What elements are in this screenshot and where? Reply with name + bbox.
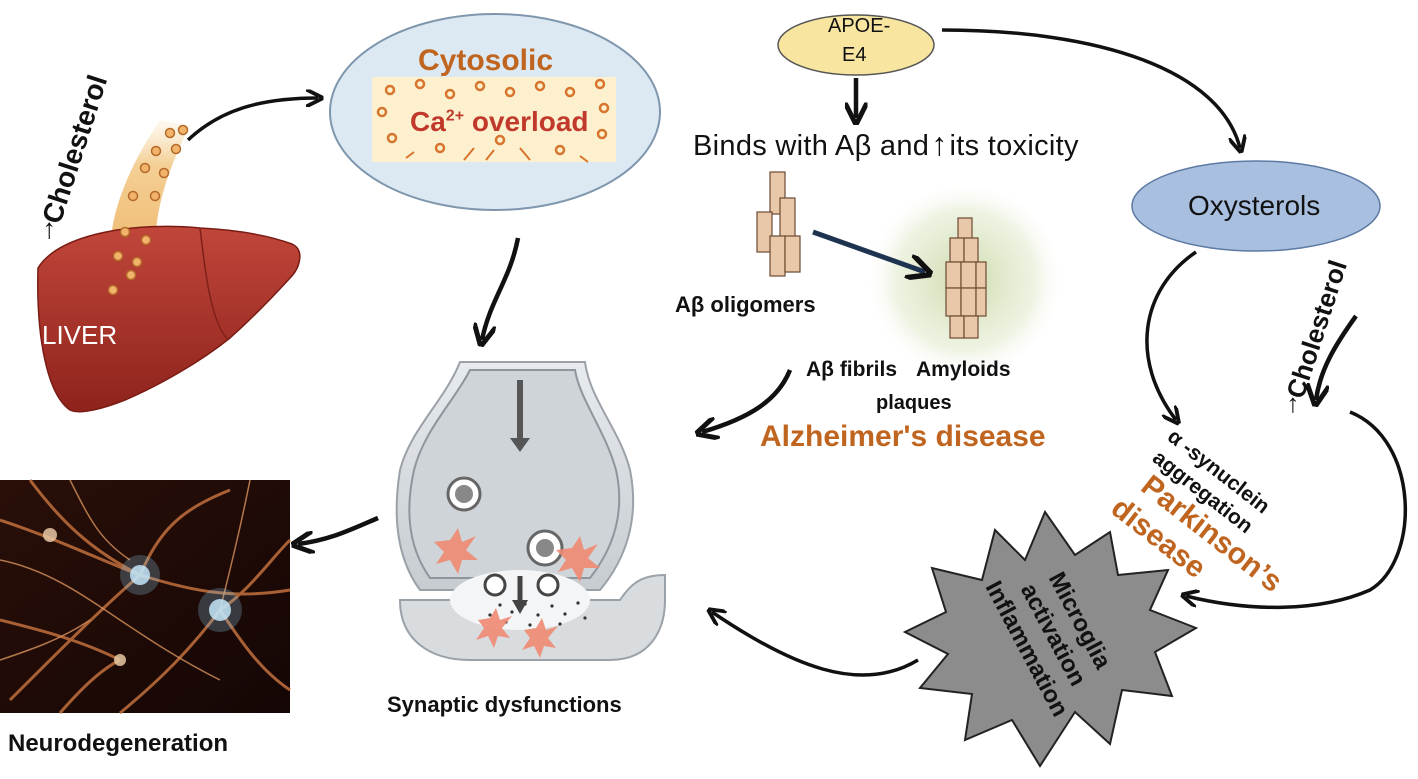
apoe-ellipse — [777, 14, 935, 76]
microglia-to-synapse-arrow — [712, 612, 919, 677]
oligomer-blocks — [756, 171, 801, 277]
binds-text: Binds with Aβ and↑its toxicity — [693, 126, 1079, 163]
liver-shape — [37, 225, 301, 413]
neuron-image — [0, 479, 292, 715]
cholesterol-to-synuclein-arrow — [1316, 314, 1358, 400]
calcium-suffix: overload — [464, 106, 589, 137]
alzheimer-to-synapse-arrow — [702, 369, 793, 432]
fibril-blocks — [945, 217, 987, 339]
binds-after: its toxicity — [949, 130, 1079, 162]
fibrils-label: Aβ fibrils — [806, 358, 897, 381]
liver-label: LIVER — [42, 320, 118, 350]
calcium-panel — [372, 77, 616, 162]
vesicle-bottom-right — [536, 573, 560, 597]
liver-illustration — [37, 120, 301, 413]
binds-before: Binds with Aβ and — [693, 130, 930, 162]
calcium-to-synapse-arrow — [482, 237, 521, 340]
apoe-line2: E4 — [842, 44, 867, 66]
calcium-sup: 2+ — [445, 107, 465, 125]
cholesterol-dots — [107, 124, 189, 296]
alzheimer-label: Alzheimer's disease — [760, 420, 1046, 453]
cholesterol-stream — [112, 120, 190, 232]
amyloids-label: Amyloids — [916, 358, 1011, 381]
neuro-label: Neurodegeneration — [8, 730, 229, 757]
vesicle-bottom-left — [483, 573, 507, 597]
parkinson-to-microglia-arrow — [1186, 410, 1407, 610]
synapse-to-neuro-arrow — [298, 515, 379, 544]
liver-to-calcium-arrow — [186, 98, 318, 142]
calcium-title: Cytosolic — [418, 44, 554, 77]
oligomer-to-fibril-arrow — [812, 229, 925, 272]
synapse-illustration — [395, 361, 666, 661]
up-arrow-icon: ↑ — [1286, 388, 1300, 419]
apoe-to-oxysterols-arrow — [941, 28, 1240, 148]
apoe-line1: APOE- — [828, 15, 891, 37]
up-arrow-icon: ↑ — [931, 126, 948, 162]
calcium-overload: Ca2+ overload — [410, 106, 589, 138]
calcium-bubble — [329, 13, 661, 211]
synapse-label: Synaptic dysfunctions — [387, 692, 622, 717]
oxysterols-label: Oxysterols — [1188, 190, 1321, 221]
oligomers-label: Aβ oligomers — [675, 292, 816, 317]
up-arrow-icon: ↑ — [42, 213, 57, 245]
microglia-star — [902, 509, 1199, 768]
oxysterols-to-synuclein-arrow — [1145, 250, 1197, 420]
oxysterols-ellipse — [1131, 160, 1381, 252]
plaques-label: plaques — [876, 392, 952, 414]
calcium-prefix: Ca — [410, 106, 446, 137]
